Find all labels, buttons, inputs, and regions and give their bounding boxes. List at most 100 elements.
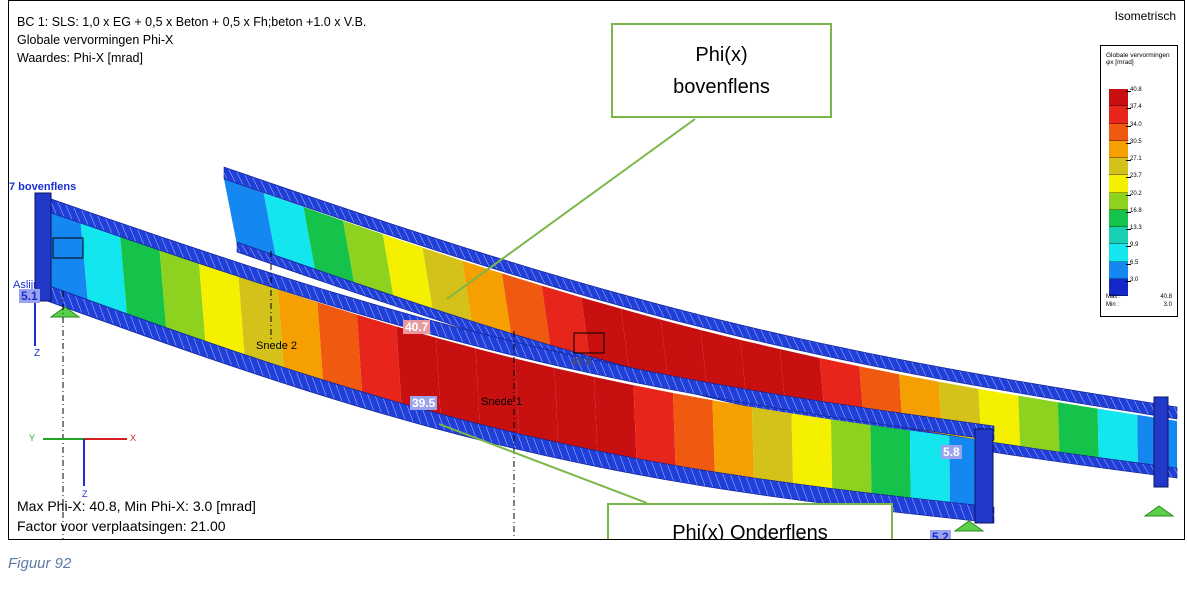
front-beam-bottom-flange — [785, 482, 793, 499]
back-beam-top-flange — [927, 365, 935, 378]
back-beam-bottom-flange — [312, 268, 319, 280]
back-beam-top-flange — [617, 293, 625, 307]
back-beam-bottom-flange — [1173, 467, 1181, 479]
back-beam-bottom-flange — [1071, 454, 1079, 465]
back-beam-top-flange — [1142, 401, 1149, 415]
front-beam-bottom-flange — [896, 496, 903, 513]
front-beam-top-flange — [751, 390, 758, 405]
back-beam-bottom-flange — [492, 328, 499, 339]
back-beam-top-flange — [355, 212, 363, 226]
front-beam-bottom-flange — [46, 284, 995, 524]
front-beam-web — [594, 376, 637, 463]
model-viewport[interactable]: BC 1: SLS: 1,0 x EG + 0,5 x Beton + 0,5 … — [8, 0, 1185, 540]
front-beam-top-flange — [807, 399, 814, 414]
legend-tick: 27.1 — [1126, 156, 1142, 162]
front-beam-bottom-flange — [398, 403, 406, 420]
back-beam-top-flange — [999, 378, 1006, 391]
back-beam-web — [700, 330, 747, 398]
legend-tick: 30.5 — [1126, 138, 1142, 145]
back-beam-top-flange — [665, 306, 672, 319]
back-beam-top-flange — [856, 351, 863, 364]
back-beam-top-flange — [546, 273, 553, 286]
legend-tick: 9.9 — [1125, 242, 1139, 249]
front-beam-web — [238, 276, 284, 372]
front-beam-bottom-flange — [59, 290, 67, 307]
back-beam-bottom-flange — [1009, 445, 1016, 456]
back-beam-top-flange — [244, 175, 252, 188]
front-beam-top-flange — [448, 325, 455, 340]
back-beam-top-flange — [895, 359, 903, 372]
front-beam-top-flange — [655, 373, 663, 388]
front-beam-top-flange — [161, 237, 168, 253]
axis-y-label: Y — [29, 433, 36, 443]
back-beam-top-flange — [601, 289, 609, 302]
front-beam-top-flange — [799, 398, 806, 413]
front-beam-bottom-flange — [375, 396, 382, 413]
front-beam-top-flange — [488, 336, 495, 351]
back-beam-top-flange — [1062, 388, 1070, 402]
back-beam-top-flange — [530, 268, 537, 281]
front-beam-top-flange — [217, 256, 224, 271]
back-beam-top-flange — [768, 332, 776, 345]
front-beam-top-flange — [89, 213, 97, 228]
front-beam-bottom-flange — [730, 474, 737, 491]
axis-z-label: Z — [82, 489, 88, 499]
front-beam-top-flange — [504, 339, 511, 355]
legend-tick: 20.2 — [1126, 190, 1142, 197]
back-beam-web — [581, 297, 629, 369]
back-beam-bottom-flange — [468, 320, 476, 332]
front-beam-bottom-flange — [170, 329, 177, 347]
front-beam-bottom-flange — [430, 411, 437, 429]
front-beam-top-flange — [871, 409, 878, 424]
back-beam-top-flange — [522, 266, 530, 279]
back-beam-top-flange — [633, 298, 641, 311]
end-plate-back — [1153, 396, 1169, 488]
legend-tick: 40.8 — [1126, 87, 1142, 93]
front-beam-top-flange — [296, 282, 304, 297]
back-beam-top-flange — [268, 183, 275, 196]
front-beam-top-flange — [249, 266, 256, 282]
front-beam-top-flange — [233, 261, 240, 276]
front-beam-bottom-flange — [903, 497, 911, 514]
back-beam-web — [303, 206, 355, 285]
front-beam-top-flange — [950, 420, 958, 435]
front-beam-top-flange — [193, 248, 200, 263]
legend-max: Max :40.8 — [1106, 294, 1172, 300]
front-beam-top-flange — [775, 394, 782, 409]
front-beam-bottom-flange — [825, 487, 832, 505]
front-beam-top-flange — [312, 286, 320, 302]
back-beam-top-flange — [943, 368, 950, 381]
front-beam-top-flange — [392, 310, 400, 325]
front-beam-web — [436, 337, 480, 428]
back-beam-top-flange — [395, 226, 402, 239]
back-beam-top-flange — [887, 357, 895, 370]
legend-swatch — [1109, 89, 1128, 107]
node-marker — [52, 237, 84, 259]
back-beam-top-flange — [840, 347, 847, 361]
back-beam-top-flange — [911, 362, 919, 375]
legend-swatch — [1109, 106, 1128, 124]
back-beam-bottom-flange — [453, 316, 460, 327]
front-beam-top-flange — [472, 331, 479, 347]
back-beam-bottom-flange — [1024, 447, 1032, 458]
front-beam-top-flange — [767, 393, 774, 408]
aslijn-tag: Aslijn — [13, 279, 40, 291]
front-beam-top-flange — [129, 226, 136, 242]
front-beam-top-flange — [615, 365, 623, 380]
front-beam-bottom-flange — [256, 359, 264, 376]
back-beam-top-flange — [300, 194, 307, 207]
back-beam-top-flange — [324, 202, 331, 215]
legend-swatch — [1109, 209, 1128, 227]
back-beam-bottom-flange — [1079, 455, 1087, 466]
front-beam-web — [80, 220, 128, 319]
back-beam-top-flange — [752, 328, 760, 341]
back-beam-top-flange — [316, 199, 323, 212]
front-beam-bottom-flange — [296, 372, 303, 389]
back-beam-bottom-flange — [476, 323, 484, 334]
value-label-5-1: 5.1 — [19, 289, 40, 303]
front-beam-bottom-flange — [817, 486, 824, 504]
front-beam-web — [791, 413, 833, 494]
front-beam-bottom-flange — [146, 321, 153, 338]
front-beam-bottom-flange — [422, 409, 430, 427]
